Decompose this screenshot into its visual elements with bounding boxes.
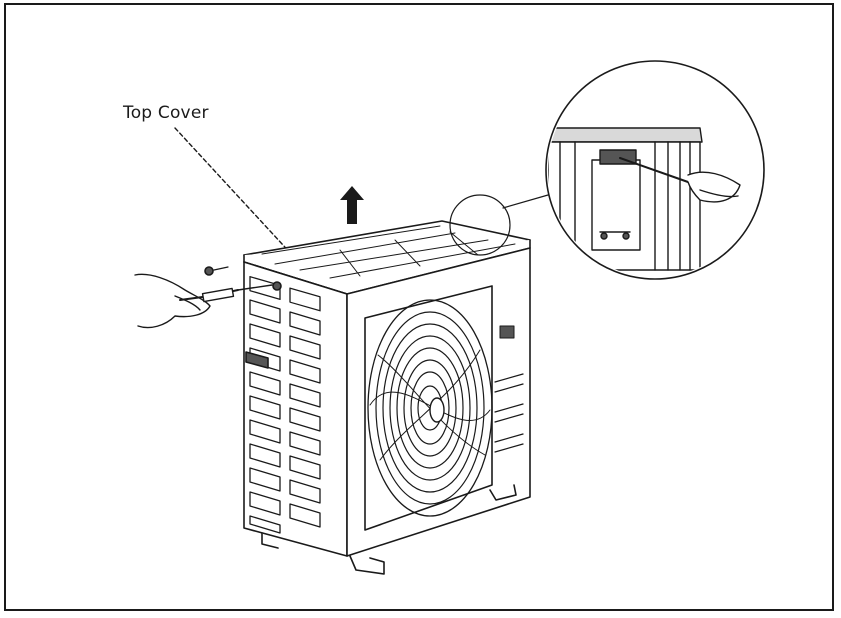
right-foot — [489, 484, 517, 501]
leader-line — [174, 127, 296, 259]
logo-badge — [499, 325, 515, 339]
fan-guard — [364, 285, 493, 531]
screw-icon — [204, 266, 282, 291]
outdoor-unit-body — [243, 220, 531, 575]
zoom-source-circle — [449, 194, 511, 256]
zoom-connector — [502, 194, 549, 209]
zoom-detail — [545, 60, 765, 280]
side-grille — [249, 276, 321, 534]
left-foot — [261, 532, 279, 549]
top-cover-label: Top Cover — [123, 103, 209, 123]
front-louvers — [494, 373, 524, 453]
hand-screwdriver-icon — [134, 273, 273, 329]
front-foot — [349, 555, 385, 575]
up-arrow-icon — [340, 186, 364, 224]
side-handle — [245, 351, 269, 369]
